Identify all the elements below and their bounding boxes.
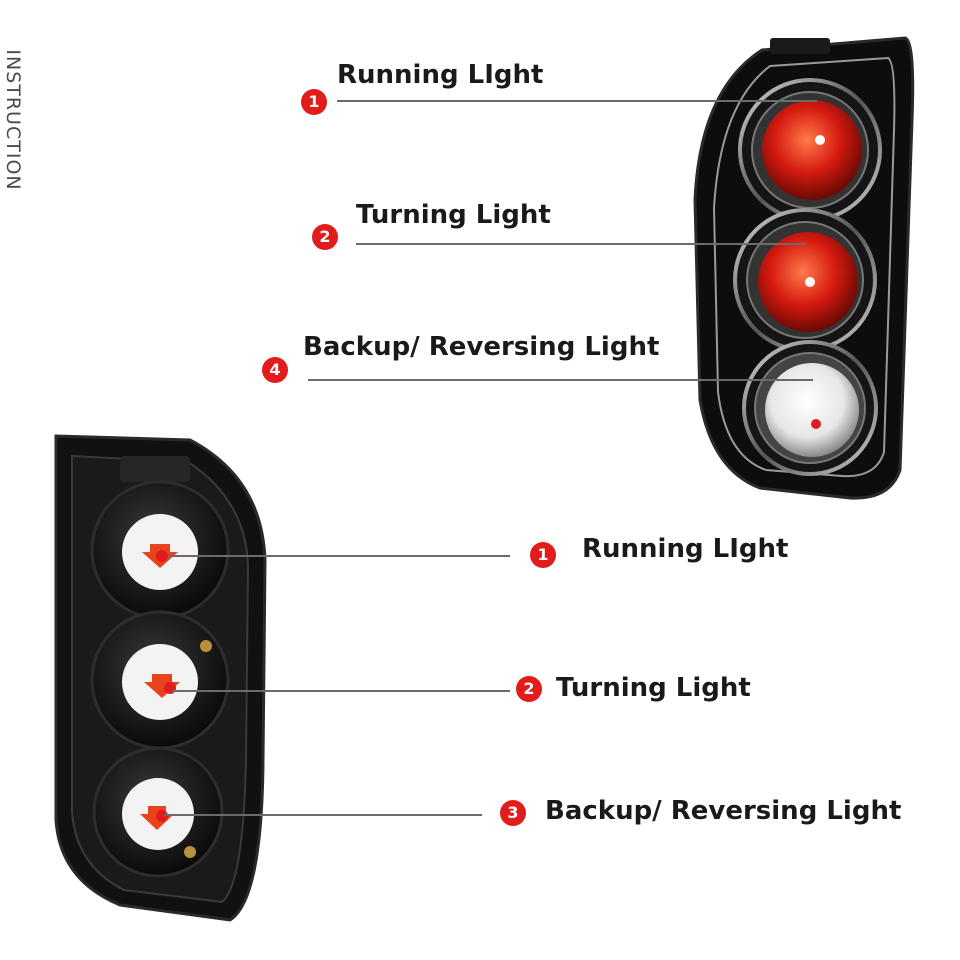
leader-line	[168, 555, 510, 557]
callout-badge: 2	[312, 224, 338, 250]
callout-label: Turning Light	[356, 200, 551, 230]
callout-label: Backup/ Reversing Light	[303, 332, 660, 362]
back-turning-socket	[90, 610, 230, 750]
back-reversing-socket	[92, 746, 224, 878]
back-running-socket	[90, 480, 230, 620]
leader-line	[356, 243, 806, 245]
front-reversing-lamp	[742, 340, 878, 476]
leader-line	[308, 379, 813, 381]
callout-badge: 1	[301, 89, 327, 115]
callout-label: Running LIght	[337, 60, 544, 90]
front-turning-lamp	[733, 208, 877, 352]
callout-label: Running LIght	[582, 534, 789, 564]
back-taillight	[54, 434, 267, 922]
leader-line	[164, 814, 482, 816]
callout-label: Backup/ Reversing Light	[545, 796, 902, 826]
front-running-lamp	[738, 78, 882, 222]
leader-line	[172, 690, 510, 692]
callout-badge: 3	[500, 800, 526, 826]
leader-line	[337, 100, 817, 102]
callout-badge: 4	[262, 357, 288, 383]
callout-badge: 1	[530, 542, 556, 568]
callout-badge: 2	[516, 676, 542, 702]
callout-label: Turning Light	[556, 673, 751, 703]
front-taillight	[693, 36, 915, 500]
